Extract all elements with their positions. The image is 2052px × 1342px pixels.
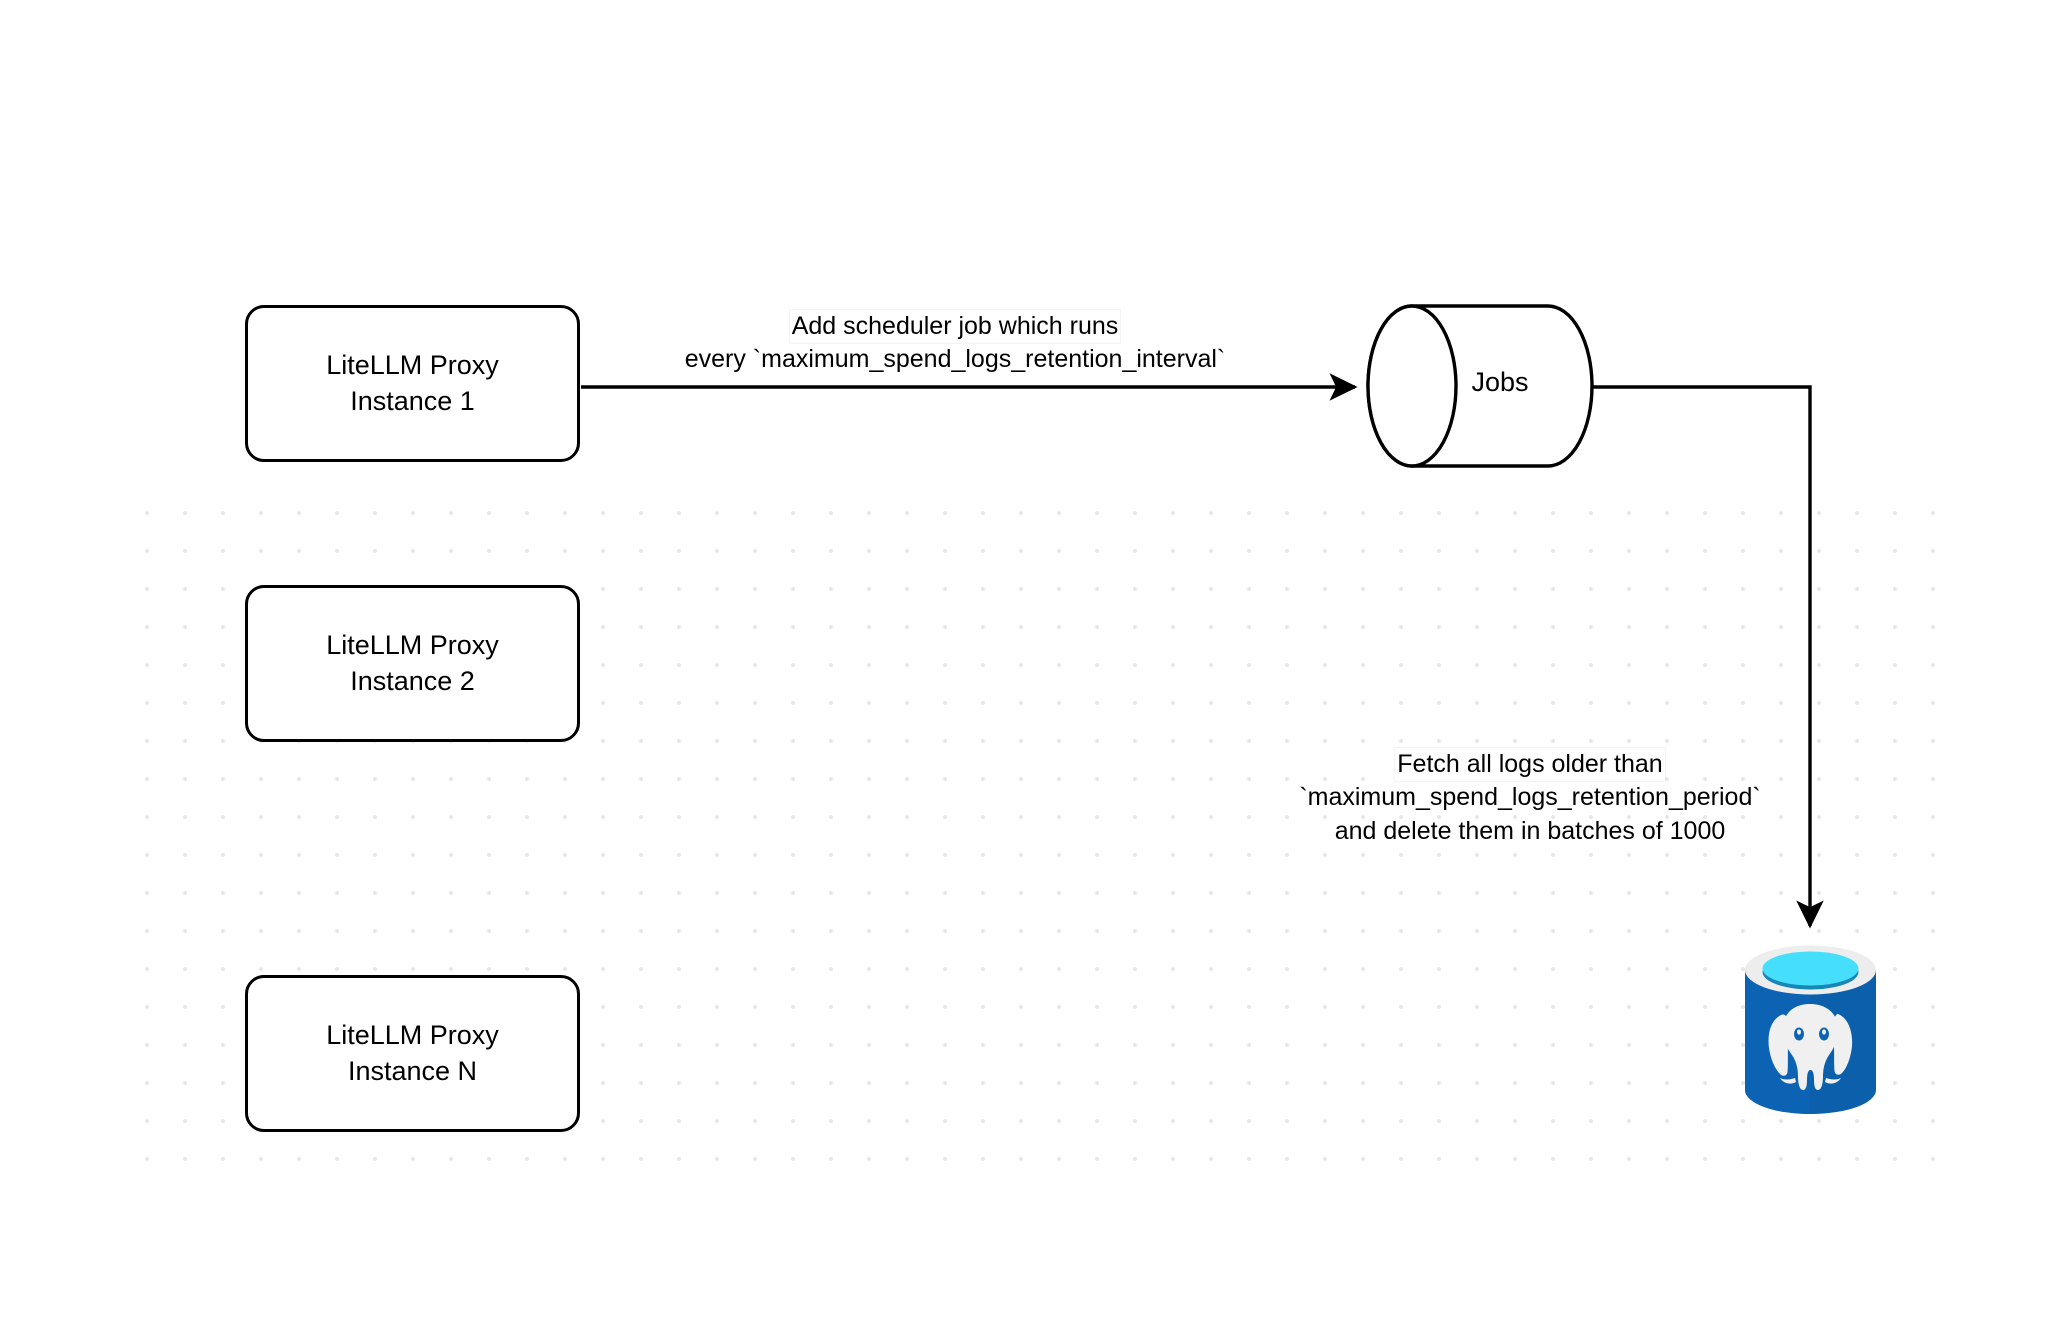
node-label-line-1: LiteLLM Proxy <box>326 1020 499 1051</box>
postgresql-database-icon[interactable] <box>1742 938 1879 1120</box>
edge-label-line-3: and delete them in batches of 1000 <box>1334 816 1726 845</box>
edge-label-line-1: Fetch all logs older than <box>1395 748 1665 782</box>
node-jobs-queue-label: Jobs <box>1471 367 1529 397</box>
node-label-line-1: LiteLLM Proxy <box>326 630 499 661</box>
node-litellm-proxy-instance-n[interactable]: LiteLLM Proxy Instance N <box>245 975 580 1132</box>
node-label-line-2: Instance 2 <box>350 665 475 696</box>
node-label-line-2: Instance N <box>347 1055 478 1086</box>
node-litellm-proxy-instance-2[interactable]: LiteLLM Proxy Instance 2 <box>245 585 580 742</box>
edge-label-line-1: Add scheduler job which runs <box>789 310 1121 344</box>
postgres-elephant-logo <box>1768 1004 1853 1090</box>
node-label-line-1: LiteLLM Proxy <box>326 350 499 381</box>
edge-label-fetch-and-delete-logs: Fetch all logs older than `maximum_spend… <box>1250 748 1810 848</box>
edge-label-add-scheduler-job: Add scheduler job which runs every `maxi… <box>605 310 1305 377</box>
node-litellm-proxy-instance-1[interactable]: LiteLLM Proxy Instance 1 <box>245 305 580 462</box>
edge-label-line-2: `maximum_spend_logs_retention_period` <box>1299 783 1761 812</box>
edge-jobs-to-database-line <box>1592 385 1824 929</box>
jobs-cylinder-shape <box>1366 304 1594 468</box>
node-label-line-2: Instance 1 <box>350 385 475 416</box>
edge-label-line-2: every `maximum_spend_logs_retention_inte… <box>684 345 1226 374</box>
